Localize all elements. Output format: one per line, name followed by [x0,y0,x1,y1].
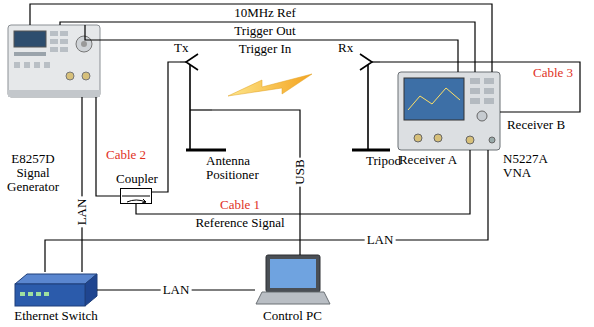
signal-name: USB [293,157,307,186]
vna-picture [398,72,500,150]
signal-name: Trigger In [237,42,294,56]
device-label: E8257D Signal Generator [2,152,64,194]
control-pc-picture [256,255,330,304]
vna: N5227A VNA [398,72,500,150]
port-name: Receiver B [507,118,565,132]
wireless-link-bolt [228,74,312,96]
ethernet-switch-picture [15,274,97,306]
cable-line [81,97,82,272]
signal-name: Trigger Out [232,24,297,38]
ethernet-switch: Ethernet Switch [15,272,97,306]
signal-generator: E8257D Signal Generator [8,25,100,97]
cable-line [85,25,458,72]
cable-number: Cable 3 [533,66,573,80]
tx-antenna-positioner [180,54,226,150]
tripod: RxTripod [342,44,380,152]
cable-line [212,110,300,255]
coupler-symbol [122,196,150,203]
signal-name: LAN [365,233,396,247]
device-label: N5227A VNA [503,152,557,180]
port-name: Receiver A [399,153,457,167]
cable-line [380,62,580,112]
cable-number: Cable 2 [106,148,146,162]
antenna-positioner: TxAntenna Positioner [180,44,212,152]
device-label: Control PC [245,309,340,323]
signal-name: 10MHz Ref [232,6,298,20]
device-label: Rx [338,41,358,55]
cable-line [45,150,488,272]
signal-name: LAN [161,283,192,297]
signal-generator-picture [8,25,100,97]
signal-name: Reference Signal [193,216,286,230]
cable-number: Cable 1 [220,198,260,212]
control-pc: Control PC [255,255,330,305]
device-label: Tx [174,41,194,55]
coupler-box: Coupler [120,188,152,204]
device-label: Coupler [107,172,167,186]
signal-name: LAN [75,197,89,228]
rx-antenna-tripod [352,54,390,150]
cable-line [136,150,470,214]
device-label: Ethernet Switch [1,309,111,323]
device-sublabel: Antenna Positioner [206,154,272,182]
cable-line [60,22,475,72]
